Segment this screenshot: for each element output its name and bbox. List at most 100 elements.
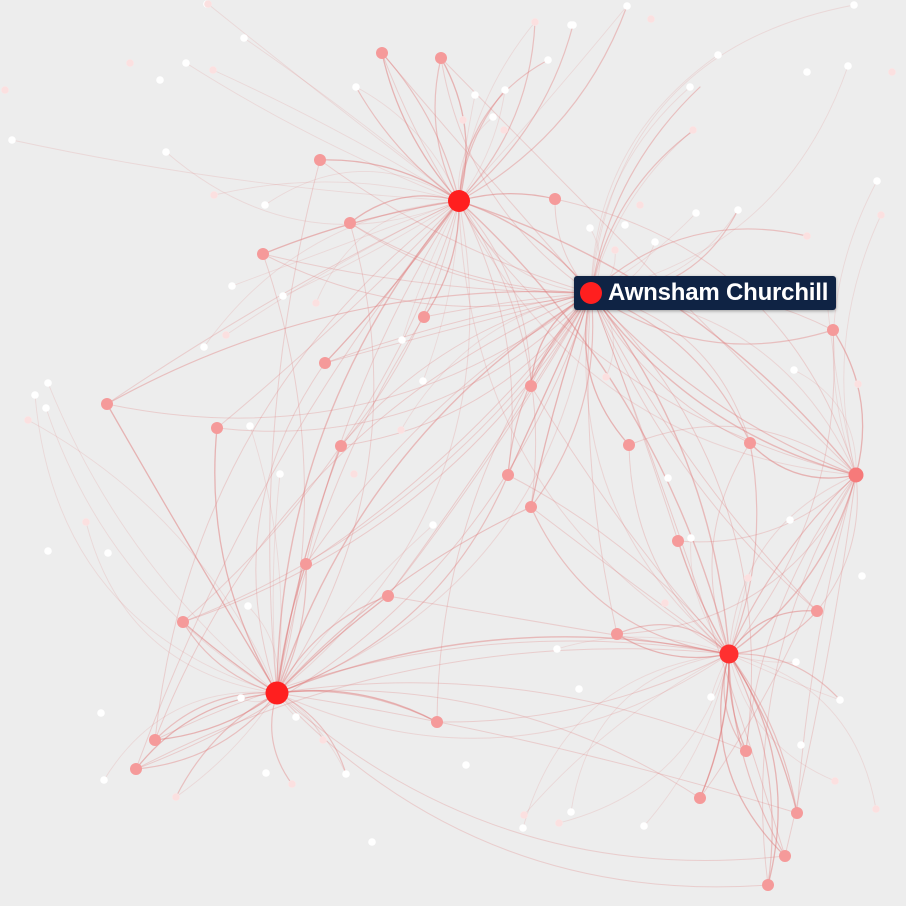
graph-node-small[interactable] (228, 282, 236, 290)
graph-node-small[interactable] (462, 761, 470, 769)
graph-node-small[interactable] (858, 572, 866, 580)
graph-node-small[interactable] (489, 113, 497, 121)
graph-node-small[interactable] (714, 51, 722, 59)
graph-node[interactable] (376, 47, 388, 59)
graph-node-small[interactable] (744, 574, 752, 582)
graph-node-small[interactable] (803, 232, 811, 240)
graph-node-small[interactable] (319, 736, 327, 744)
graph-node[interactable] (418, 311, 430, 323)
graph-node-small[interactable] (24, 416, 32, 424)
graph-node-small[interactable] (575, 685, 583, 693)
graph-node-small[interactable] (104, 549, 112, 557)
graph-node[interactable] (431, 716, 443, 728)
graph-node-small[interactable] (611, 246, 619, 254)
graph-node-small[interactable] (240, 34, 248, 42)
graph-node[interactable] (525, 501, 537, 513)
graph-node-small[interactable] (237, 694, 245, 702)
graph-node-small[interactable] (244, 602, 252, 610)
graph-node-small[interactable] (97, 709, 105, 717)
graph-node-small[interactable] (459, 116, 467, 124)
graph-node-small[interactable] (803, 68, 811, 76)
graph-node-small[interactable] (397, 426, 405, 434)
graph-node-small[interactable] (664, 474, 672, 482)
graph-node-small[interactable] (553, 645, 561, 653)
graph-node-small[interactable] (790, 366, 798, 374)
graph-node-small[interactable] (792, 658, 800, 666)
graph-node-small[interactable] (520, 811, 528, 819)
graph-node-small[interactable] (156, 76, 164, 84)
graph-node-small[interactable] (623, 2, 631, 10)
graph-node-small[interactable] (647, 15, 655, 23)
graph-node-small[interactable] (686, 83, 694, 91)
graph-node-small[interactable] (888, 68, 896, 76)
graph-node-small[interactable] (586, 224, 594, 232)
graph-node[interactable] (344, 217, 356, 229)
graph-node[interactable] (314, 154, 326, 166)
graph-node-small[interactable] (279, 292, 287, 300)
graph-node-small[interactable] (836, 696, 844, 704)
graph-node-small[interactable] (687, 534, 695, 542)
graph-node[interactable] (435, 52, 447, 64)
graph-node-small[interactable] (872, 805, 880, 813)
graph-node-small[interactable] (519, 824, 527, 832)
graph-node-small[interactable] (368, 838, 376, 846)
graph-node-small[interactable] (222, 331, 230, 339)
graph-node[interactable] (549, 193, 561, 205)
graph-node[interactable] (149, 734, 161, 746)
graph-node-hub[interactable] (448, 190, 470, 212)
graph-node-small[interactable] (873, 177, 881, 185)
graph-node[interactable] (300, 558, 312, 570)
graph-node-small[interactable] (661, 599, 669, 607)
graph-node-small[interactable] (1, 86, 9, 94)
graph-node[interactable] (211, 422, 223, 434)
graph-node-small[interactable] (850, 1, 858, 9)
graph-node-small[interactable] (182, 59, 190, 67)
graph-node-small[interactable] (831, 777, 839, 785)
graph-node-small[interactable] (567, 21, 575, 29)
graph-node-small[interactable] (544, 56, 552, 64)
graph-node-small[interactable] (82, 518, 90, 526)
graph-node-small[interactable] (210, 191, 218, 199)
graph-node[interactable] (827, 324, 839, 336)
graph-node-small[interactable] (531, 18, 539, 26)
graph-node[interactable] (623, 439, 635, 451)
graph-node-small[interactable] (877, 211, 885, 219)
graph-node-small[interactable] (844, 62, 852, 70)
graph-node-small[interactable] (602, 373, 610, 381)
graph-node-small[interactable] (276, 470, 284, 478)
graph-node-small[interactable] (200, 343, 208, 351)
graph-node[interactable] (177, 616, 189, 628)
graph-node-small[interactable] (42, 404, 50, 412)
graph-node-small[interactable] (350, 470, 358, 478)
graph-node-small[interactable] (786, 516, 794, 524)
graph-node[interactable] (779, 850, 791, 862)
graph-node[interactable] (382, 590, 394, 602)
graph-node-small[interactable] (352, 83, 360, 91)
graph-node-small[interactable] (126, 59, 134, 67)
graph-node[interactable] (130, 763, 142, 775)
graph-node-small[interactable] (172, 793, 180, 801)
graph-node-small[interactable] (692, 209, 700, 217)
graph-node-small[interactable] (636, 201, 644, 209)
graph-node-small[interactable] (292, 713, 300, 721)
graph-node-small[interactable] (734, 206, 742, 214)
graph-node[interactable] (791, 807, 803, 819)
graph-node-small[interactable] (854, 380, 862, 388)
graph-node-small[interactable] (471, 91, 479, 99)
graph-node-small[interactable] (44, 379, 52, 387)
graph-node-hub[interactable] (265, 681, 289, 705)
graph-node-small[interactable] (501, 86, 509, 94)
graph-node[interactable] (762, 879, 774, 891)
graph-node[interactable] (101, 398, 113, 410)
graph-node-small[interactable] (288, 780, 296, 788)
graph-node-small[interactable] (162, 148, 170, 156)
graph-node-small[interactable] (342, 770, 350, 778)
graph-node[interactable] (848, 467, 864, 483)
graph-node-small[interactable] (261, 201, 269, 209)
graph-node[interactable] (502, 469, 514, 481)
graph-node-small[interactable] (689, 126, 697, 134)
graph-node-small[interactable] (419, 377, 427, 385)
graph-node-small[interactable] (429, 521, 437, 529)
graph-node-small[interactable] (651, 238, 659, 246)
graph-node-small[interactable] (640, 822, 648, 830)
